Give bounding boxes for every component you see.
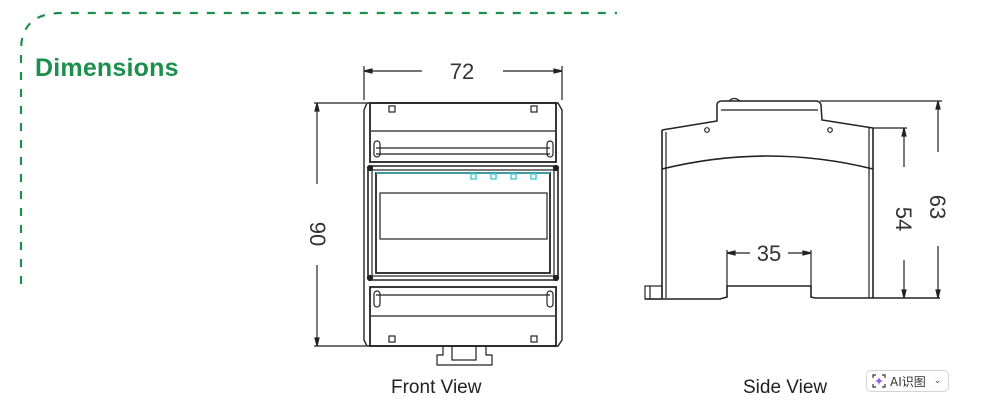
ai-badge-label: AI识图 [890, 374, 926, 389]
ai-image-recognition-button[interactable]: AI识图 ⌄ [866, 370, 950, 392]
side-view-caption: Side View [743, 377, 828, 398]
chevron-down-icon: ⌄ [933, 376, 942, 386]
front-height-label: 90 [305, 222, 330, 246]
ai-scan-icon [872, 374, 886, 388]
front-width-label: 72 [450, 59, 474, 84]
side-total-depth-label: 63 [925, 195, 950, 219]
section-title: Dimensions [35, 54, 179, 82]
front-view-caption: Front View [391, 377, 482, 398]
side-rail-width-label: 35 [757, 241, 781, 266]
side-body-depth-label: 54 [891, 207, 916, 231]
